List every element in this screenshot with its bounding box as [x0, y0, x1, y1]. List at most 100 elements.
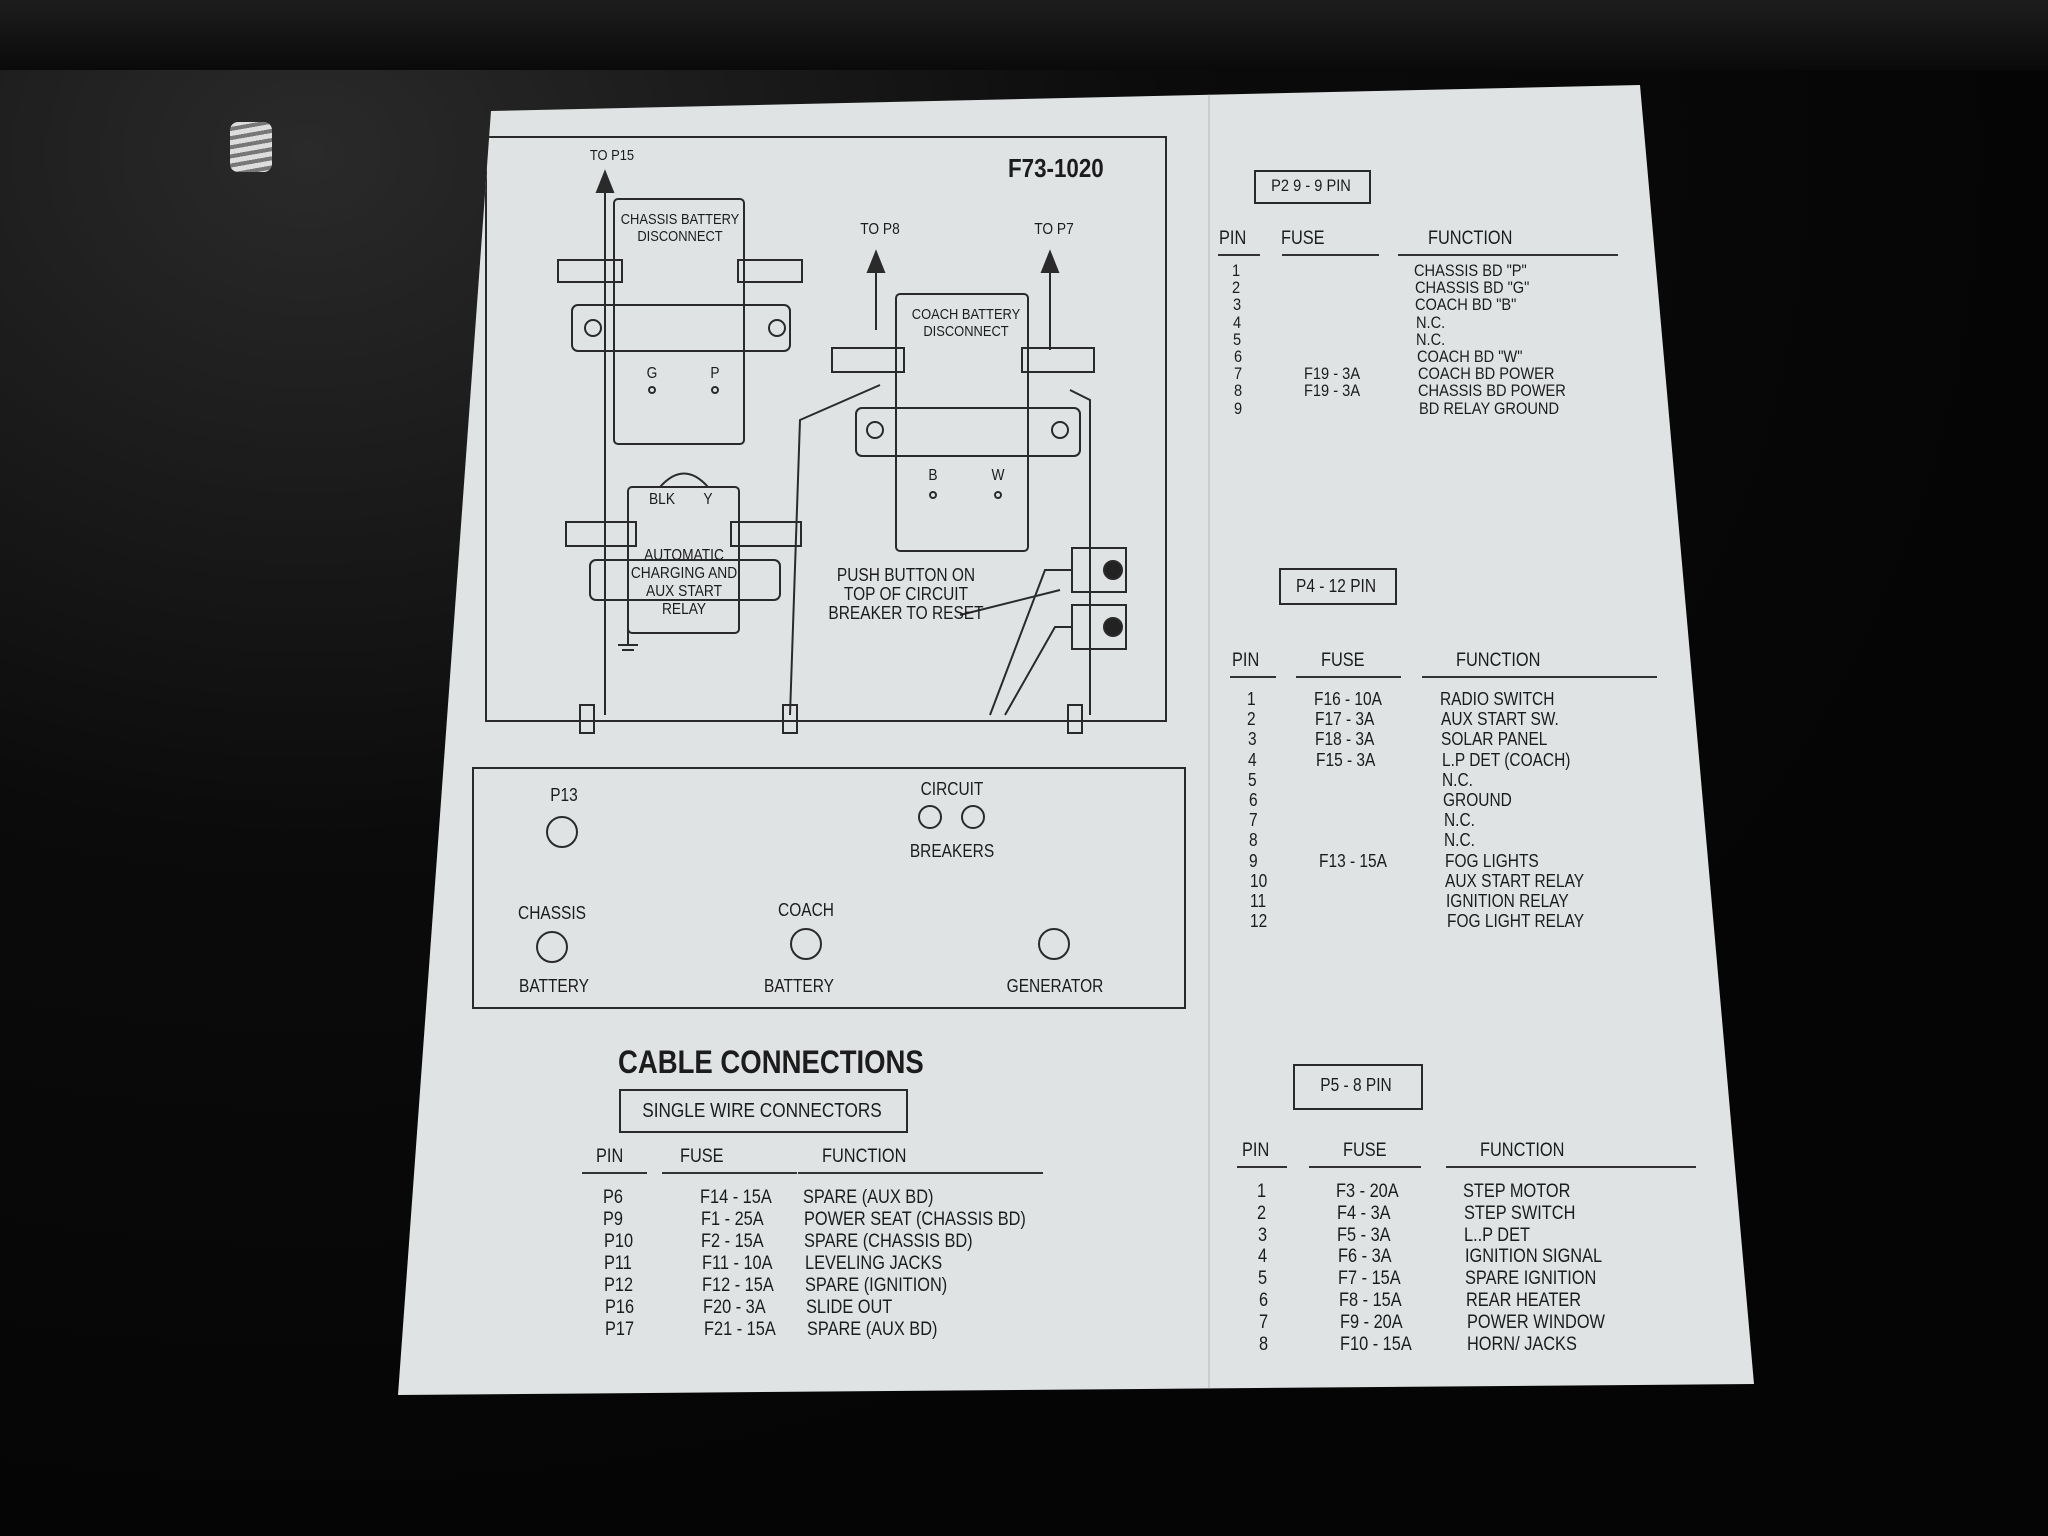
p5-cell-fuse: F7 - 15A — [1338, 1268, 1402, 1290]
p4-cell-fuse: F15 - 3A — [1315, 749, 1376, 770]
coach-battery-hole — [790, 928, 822, 960]
p4-cell-function: N.C. — [1444, 830, 1476, 851]
cable-cell-function: SPARE (CHASSIS BD) — [804, 1231, 973, 1252]
arrow-icon — [866, 249, 886, 273]
cable-connections-title: CABLE CONNECTIONS — [618, 1044, 924, 1080]
cable-header-rule — [662, 1172, 797, 1174]
p2-cell-pin: 7 — [1233, 364, 1242, 384]
p13-hole — [546, 816, 578, 848]
p4-cell-pin: 6 — [1248, 790, 1258, 810]
p5-header-rule — [1237, 1166, 1287, 1168]
cable-cell-function: SPARE (IGNITION) — [805, 1275, 948, 1296]
coach-disconnect-label-1: COACH BATTERY — [911, 306, 1021, 323]
p2-cell-function: COACH BD "B" — [1415, 295, 1517, 315]
p5-cell-fuse: F8 - 15A — [1339, 1290, 1402, 1311]
cable-cell-fuse: F14 - 15A — [700, 1187, 772, 1208]
p4-cell-fuse: F16 - 10A — [1314, 689, 1382, 709]
p5-cell-pin: 4 — [1257, 1246, 1267, 1268]
p2-header-function: FUNCTION — [1428, 228, 1513, 249]
relay-label-2: CHARGING AND — [630, 565, 738, 582]
cable-header-rule — [798, 1172, 1043, 1174]
p2-cell-function: COACH BD POWER — [1417, 364, 1555, 384]
cable-header-pin: PIN — [596, 1146, 624, 1167]
cable-cell-fuse: F11 - 10A — [701, 1253, 773, 1274]
p5-cell-pin: 6 — [1258, 1290, 1268, 1311]
p4-cell-function: L.P DET (COACH) — [1441, 749, 1571, 770]
p5-cell-fuse: F5 - 3A — [1337, 1224, 1391, 1246]
p2-title: P2 9 - 9 PIN — [1271, 176, 1351, 195]
coach-disconnect-body — [895, 293, 1029, 552]
p4-cell-function: FOG LIGHT RELAY — [1446, 911, 1584, 932]
p4-cell-pin: 10 — [1249, 870, 1267, 891]
generator-hole — [1038, 928, 1070, 960]
chassis-battery-hole — [536, 931, 568, 963]
p5-cell-fuse: F4 - 3A — [1336, 1202, 1391, 1224]
diagram-frame — [485, 136, 1167, 722]
part-number: F73-1020 — [1008, 153, 1104, 183]
p2-cell-pin: 5 — [1233, 329, 1242, 349]
p2-header-pin: PIN — [1219, 228, 1247, 249]
push-button-note-1: PUSH BUTTON ON — [836, 565, 976, 585]
cable-cell-pin: P12 — [604, 1275, 634, 1296]
p2-header-rule — [1398, 254, 1618, 256]
p5-cell-pin: 2 — [1257, 1202, 1267, 1224]
p4-header-rule — [1296, 676, 1401, 678]
cable-cell-pin: P11 — [603, 1253, 632, 1274]
relay-label-3: AUX START — [646, 583, 722, 600]
p5-header-function: FUNCTION — [1480, 1140, 1565, 1161]
p4-cell-pin: 1 — [1247, 689, 1256, 709]
cable-cell-function: SPARE (AUX BD) — [806, 1319, 938, 1340]
p2-cell-function: CHASSIS BD "P" — [1414, 261, 1527, 280]
p4-header-rule — [1422, 676, 1657, 678]
p5-cell-fuse: F10 - 15A — [1340, 1333, 1412, 1355]
p5-header-rule — [1446, 1166, 1696, 1168]
card-fold-line — [1208, 90, 1210, 1390]
p4-cell-function: N.C. — [1443, 810, 1475, 831]
p2-header-rule — [1282, 254, 1379, 256]
cable-cell-fuse: F1 - 25A — [700, 1209, 764, 1230]
push-button-note-2: TOP OF CIRCUIT — [843, 584, 969, 604]
p4-cell-function: AUX START SW. — [1440, 709, 1559, 730]
chassis-disconnect-body — [613, 198, 745, 445]
p2-cell-pin: 9 — [1234, 398, 1243, 418]
p4-cell-pin: 2 — [1247, 709, 1256, 730]
p5-header-fuse: FUSE — [1343, 1140, 1387, 1161]
breakers-label: BREAKERS — [909, 841, 995, 861]
p4-cell-pin: 12 — [1250, 911, 1268, 932]
cable-cell-function: SPARE (AUX BD) — [803, 1187, 934, 1208]
p4-header-rule — [1230, 676, 1276, 678]
p5-cell-function: SPARE IGNITION — [1465, 1268, 1597, 1290]
p2-cell-pin: 8 — [1234, 381, 1243, 401]
chassis-disconnect-label-1: CHASSIS BATTERY — [620, 211, 740, 228]
cable-cell-fuse: F21 - 15A — [703, 1319, 776, 1340]
relay-label-4: RELAY — [661, 601, 707, 618]
p4-cell-pin: 3 — [1247, 729, 1257, 750]
p5-cell-function: REAR HEATER — [1466, 1290, 1582, 1311]
generator-label: GENERATOR — [1006, 976, 1104, 996]
label-to-p15: TO P15 — [589, 147, 635, 164]
arrow-icon — [1040, 249, 1060, 273]
terminal-g: G — [646, 365, 658, 382]
label-to-p7: TO P7 — [1034, 221, 1074, 238]
cable-cell-fuse: F20 - 3A — [703, 1297, 766, 1318]
p4-cell-function: N.C. — [1442, 769, 1474, 790]
p4-cell-pin: 9 — [1249, 850, 1259, 871]
p4-cell-pin: 8 — [1249, 830, 1258, 851]
p4-cell-fuse: F13 - 15A — [1318, 850, 1387, 871]
p4-cell-function: SOLAR PANEL — [1441, 729, 1548, 750]
p2-cell-function: BD RELAY GROUND — [1418, 398, 1559, 418]
cable-cell-pin: P9 — [603, 1209, 624, 1230]
cable-cell-fuse: F2 - 15A — [701, 1231, 764, 1252]
coach-battery-label: BATTERY — [764, 976, 834, 996]
single-wire-label: SINGLE WIRE CONNECTORS — [642, 1100, 882, 1122]
chassis-disconnect-label-2: DISCONNECT — [637, 228, 723, 245]
p4-cell-function: FOG LIGHTS — [1444, 850, 1539, 871]
p4-cell-fuse: F18 - 3A — [1315, 729, 1375, 750]
p2-cell-function: N.C. — [1416, 329, 1446, 349]
p5-cell-pin: 8 — [1259, 1333, 1269, 1355]
p4-cell-fuse: F17 - 3A — [1314, 709, 1374, 730]
terminal-p: P — [710, 365, 720, 382]
p5-cell-fuse: F3 - 20A — [1336, 1181, 1399, 1202]
